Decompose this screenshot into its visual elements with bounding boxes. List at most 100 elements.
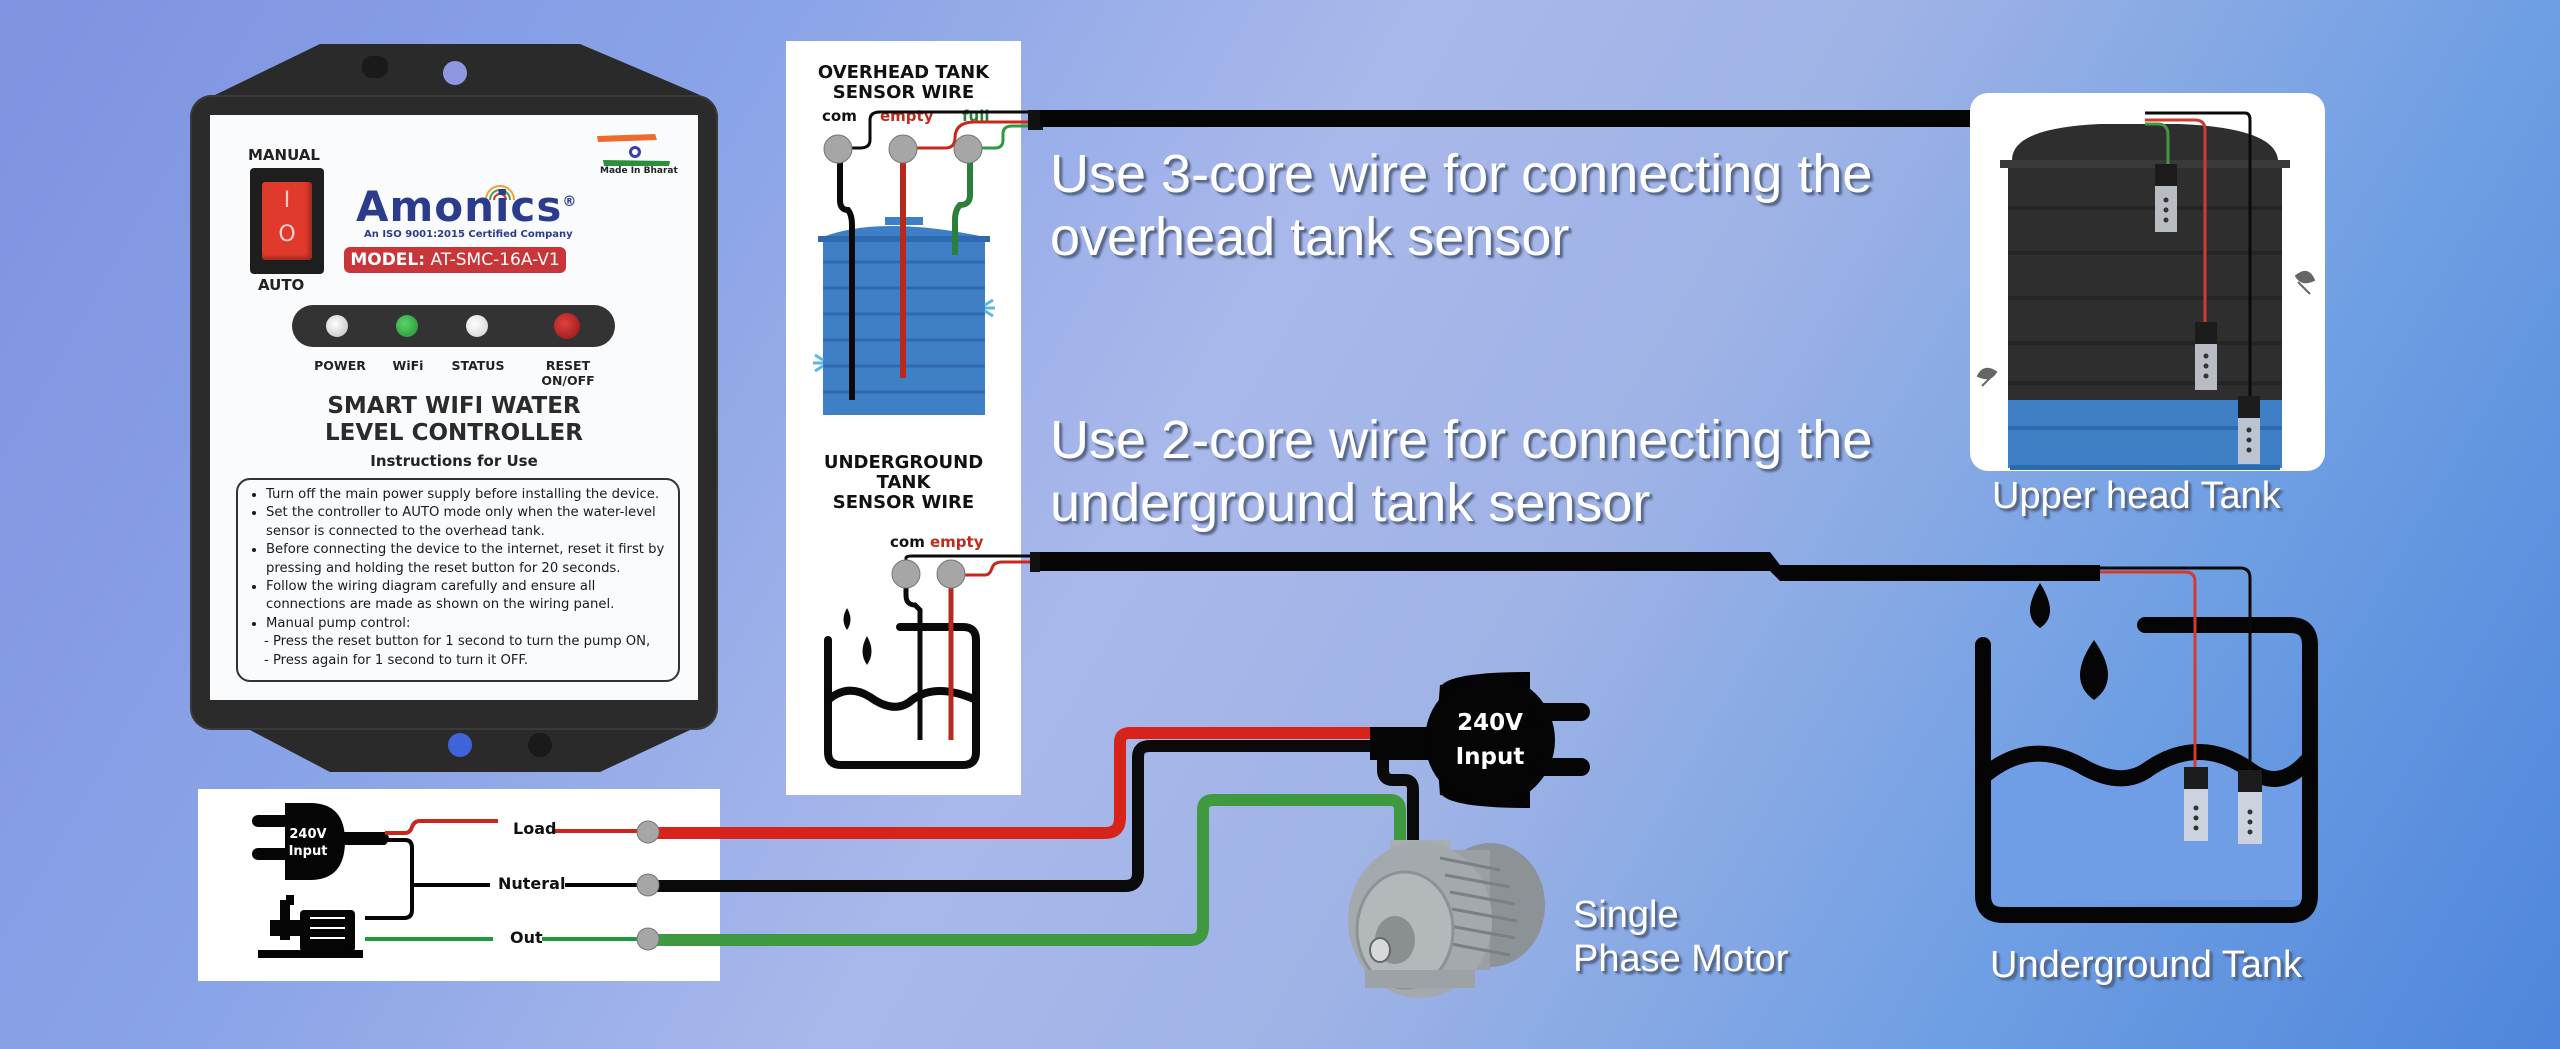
- device-title: SMART WIFI WATER LEVEL CONTROLLER: [210, 393, 698, 447]
- out-terminal-label: Out: [510, 928, 543, 947]
- manual-step: - Press again for 1 second to turn it OF…: [264, 652, 529, 668]
- wifi-led-label: WiFi: [392, 358, 424, 373]
- motor-label-line2: Phase Motor: [1573, 938, 1789, 980]
- water-drops-icon: [843, 608, 872, 665]
- overhead-note-line1: Use 3-core wire for connecting the: [1050, 144, 1873, 204]
- cable-gland-top: [1028, 110, 1043, 130]
- underground-2core-cable: [1034, 552, 2100, 581]
- switch-auto-label: AUTO: [258, 276, 305, 294]
- drop-icon: [2030, 583, 2050, 628]
- upper-tank-probe-empty: [2195, 322, 2217, 390]
- terminal-full-screw: [953, 134, 983, 164]
- terminal-empty-screw: [888, 134, 918, 164]
- ug-terminal-label-com: com: [890, 533, 925, 551]
- underground-title-line1: UNDERGROUND: [823, 452, 984, 473]
- overhead-title-line2: SENSOR WIRE: [832, 82, 975, 103]
- underground-sensor-wires-tank: [2100, 566, 2252, 770]
- mode-rocker-switch[interactable]: I O: [250, 168, 324, 274]
- underground-wire-note: Use 2-core wire for connecting the under…: [1050, 409, 1872, 535]
- underground-sensor-wires: [903, 554, 1030, 740]
- out-wire-green: [648, 794, 1406, 946]
- india-flag-icon: [597, 134, 670, 166]
- instruction-item: Manual pump control:: [266, 615, 678, 633]
- upper-tank-sensor-wires: [2145, 111, 2252, 400]
- overhead-note-line2: overhead tank sensor: [1050, 207, 1570, 267]
- drop-icon: [2080, 640, 2108, 700]
- instructions-list: Turn off the main power supply before in…: [238, 486, 678, 670]
- status-led-label: STATUS: [451, 358, 505, 373]
- instruction-item: Turn off the main power supply before in…: [266, 486, 678, 504]
- small-pump-icon: [258, 895, 363, 958]
- small-plug-label: 240V Input: [278, 826, 338, 860]
- model-number: AT-SMC-16A-V1: [430, 250, 560, 270]
- power-panel-wires: [365, 819, 650, 941]
- led-strip: [292, 305, 615, 347]
- model-badge: MODEL: AT-SMC-16A-V1: [344, 247, 566, 273]
- single-phase-motor-icon: [1348, 840, 1545, 998]
- main-plug-icon: [1370, 672, 1590, 808]
- neutral-terminal-label: Nuteral: [498, 874, 566, 893]
- underground-note-line2: underground tank sensor: [1050, 473, 1651, 533]
- reset-button[interactable]: [554, 313, 580, 339]
- power-led: [326, 315, 348, 337]
- power-led-label: POWER: [314, 358, 366, 373]
- overhead-3core-cable: [1040, 110, 2145, 127]
- switch-off-glyph: O: [278, 222, 296, 247]
- instructions-box: Turn off the main power supply before in…: [236, 478, 680, 682]
- device-title-line2: LEVEL CONTROLLER: [325, 420, 583, 446]
- neutral-terminal: [636, 873, 660, 897]
- neutral-wire-black: [648, 740, 1380, 892]
- status-led: [466, 315, 488, 337]
- load-terminal: [636, 820, 660, 844]
- underground-probe-empty: [2184, 767, 2208, 841]
- main-power-wires: [648, 727, 1419, 946]
- cable-gland-underground: [1030, 552, 1040, 572]
- small-plug-label-line2: Input: [288, 844, 328, 859]
- main-plug-label-line1: 240V: [1457, 710, 1523, 736]
- controller-device: MANUAL I O AUTO Made In Bharat Amonics® …: [0, 0, 760, 800]
- upper-tank-label: Upper head Tank: [1992, 475, 2281, 517]
- main-plug-label: 240V Input: [1440, 706, 1540, 774]
- load-terminal-label: Load: [513, 819, 557, 838]
- brand-logo: Amonics®: [356, 182, 577, 231]
- certification-text: An ISO 9001:2015 Certified Company: [364, 229, 573, 240]
- terminal-label-com: com: [822, 107, 857, 125]
- registered-mark: ®: [562, 194, 578, 210]
- manual-step: - Press the reset button for 1 second to…: [264, 634, 651, 650]
- mounting-flanges: [215, 44, 700, 772]
- device-title-line1: SMART WIFI WATER: [327, 393, 581, 419]
- load-wire-red: [648, 727, 1380, 839]
- model-prefix: MODEL:: [350, 250, 426, 270]
- underground-title-line2: TANK: [876, 472, 931, 493]
- out-terminal: [636, 927, 660, 951]
- motor-neutral-wire: [1377, 752, 1419, 845]
- overhead-sensor-wires: [837, 110, 1028, 400]
- switch-on-glyph: I: [283, 188, 291, 213]
- overhead-sensor-title: OVERHEAD TANK SENSOR WIRE: [786, 63, 1021, 103]
- instruction-item: Set the controller to AUTO mode only whe…: [266, 504, 678, 541]
- ug-terminal-com-screw: [891, 559, 921, 589]
- upper-tank-probe-full: [2155, 164, 2177, 232]
- terminal-com-screw: [823, 134, 853, 164]
- made-in-bharat: Made In Bharat: [600, 166, 678, 176]
- underground-note-line1: Use 2-core wire for connecting the: [1050, 410, 1873, 470]
- wifi-signal-icon: [485, 185, 515, 201]
- switch-manual-label: MANUAL: [248, 146, 320, 164]
- instructions-heading: Instructions for Use: [370, 452, 538, 470]
- motor-label: Single Phase Motor: [1573, 893, 1788, 981]
- small-plug-icon: [252, 803, 389, 880]
- wifi-led: [396, 315, 418, 337]
- underground-title-line3: SENSOR WIRE: [832, 492, 975, 513]
- brand-name: Amonics: [356, 182, 563, 231]
- underground-tank-icon: [1975, 583, 2318, 923]
- underground-tank-mini-icon: [824, 623, 980, 769]
- main-plug-label-line2: Input: [1455, 744, 1525, 770]
- underground-sensor-title: UNDERGROUND TANK SENSOR WIRE: [786, 453, 1021, 513]
- reset-button-label: RESET ON/OFF: [541, 358, 595, 388]
- instruction-item: Before connecting the device to the inte…: [266, 541, 678, 578]
- overhead-title-line1: OVERHEAD TANK: [817, 62, 990, 83]
- underground-probe-com: [2238, 770, 2262, 844]
- overhead-terminal-screws: [823, 134, 983, 164]
- upper-head-tank-icon: [1976, 124, 2316, 470]
